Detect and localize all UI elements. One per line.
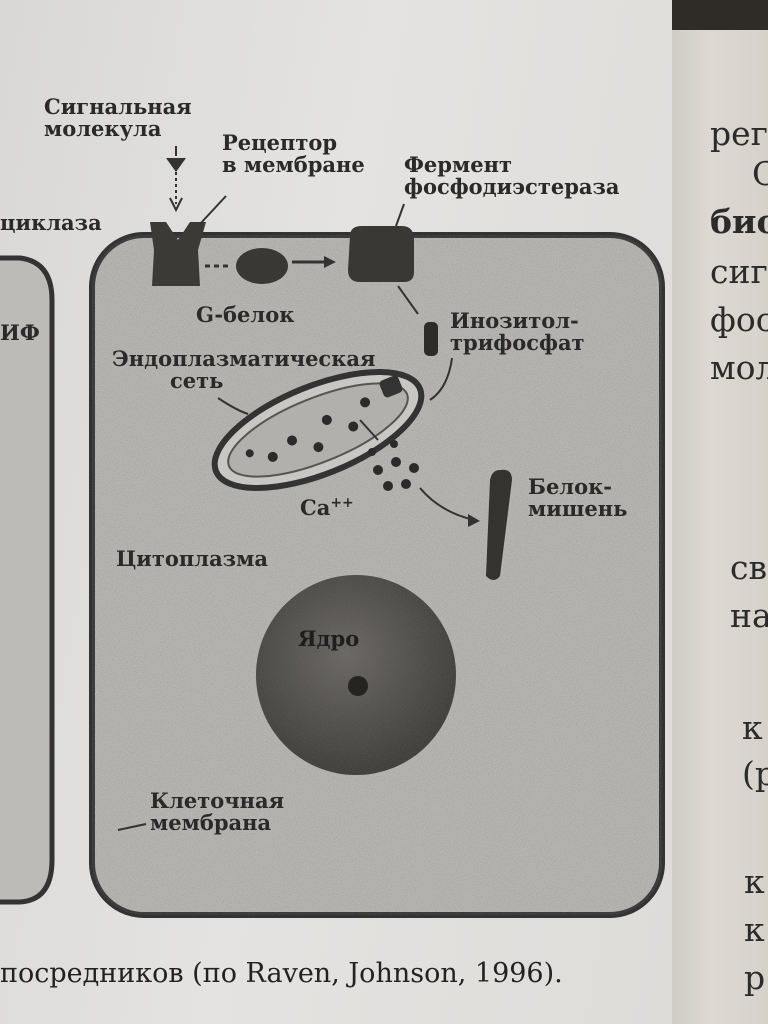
facing-page: регу С био сиг фос мол св на к (р к к р — [672, 30, 768, 1024]
cyclase-fragment-label: циклаза — [0, 210, 102, 235]
phosphodiesterase-enzyme — [348, 226, 414, 282]
enzyme-label: Фермент фосфодиэстераза — [404, 152, 620, 199]
calcium-ions — [368, 440, 419, 491]
target-protein-label: Белок- мишень — [528, 474, 628, 521]
facing-text-line: р — [744, 958, 766, 997]
ip3-label: Инозитол- трифосфат — [450, 308, 585, 355]
facing-text-line: био — [710, 202, 768, 241]
g-protein — [236, 248, 288, 284]
signal-molecule — [166, 158, 186, 172]
ip3-molecule — [424, 322, 438, 356]
g-protein-label: G-белок — [196, 302, 295, 327]
cytoplasm-label: Цитоплазма — [116, 546, 268, 571]
nucleus-label: Ядро — [298, 626, 360, 651]
neighbor-cell — [0, 255, 55, 905]
facing-text-line: к — [744, 910, 765, 949]
book-page: Сигнальная молекула Рецептор в мембране … — [0, 0, 672, 1024]
facing-text-line: С — [752, 154, 768, 193]
facing-text-line: (р — [742, 754, 768, 793]
signal-molecule-label: Сигнальная молекула — [44, 94, 192, 141]
facing-text-line: к — [744, 862, 765, 901]
facing-text-line: фос — [710, 300, 768, 339]
facing-text-line: к — [742, 708, 763, 747]
endoplasmic-reticulum — [211, 369, 425, 491]
cell-diagram — [0, 146, 665, 918]
facing-text-line: на — [730, 596, 768, 635]
er-label: Эндоплазматическая сеть — [112, 346, 376, 393]
receptor-in-membrane — [150, 222, 206, 286]
receptor-label: Рецептор в мембране — [222, 130, 365, 177]
facing-text-line: регу — [710, 114, 768, 153]
facing-text-line: мол — [710, 348, 768, 387]
facing-text-line: св — [730, 548, 768, 587]
figure-caption: посредников (по Raven, Johnson, 1996). — [0, 958, 563, 989]
left-fragment-label: ИФ — [0, 320, 40, 345]
calcium-label: Ca++ — [300, 495, 354, 520]
target-protein — [486, 469, 512, 580]
facing-text-line: сиг — [710, 252, 768, 291]
cell-membrane-label: Клеточная мембрана — [150, 788, 285, 835]
